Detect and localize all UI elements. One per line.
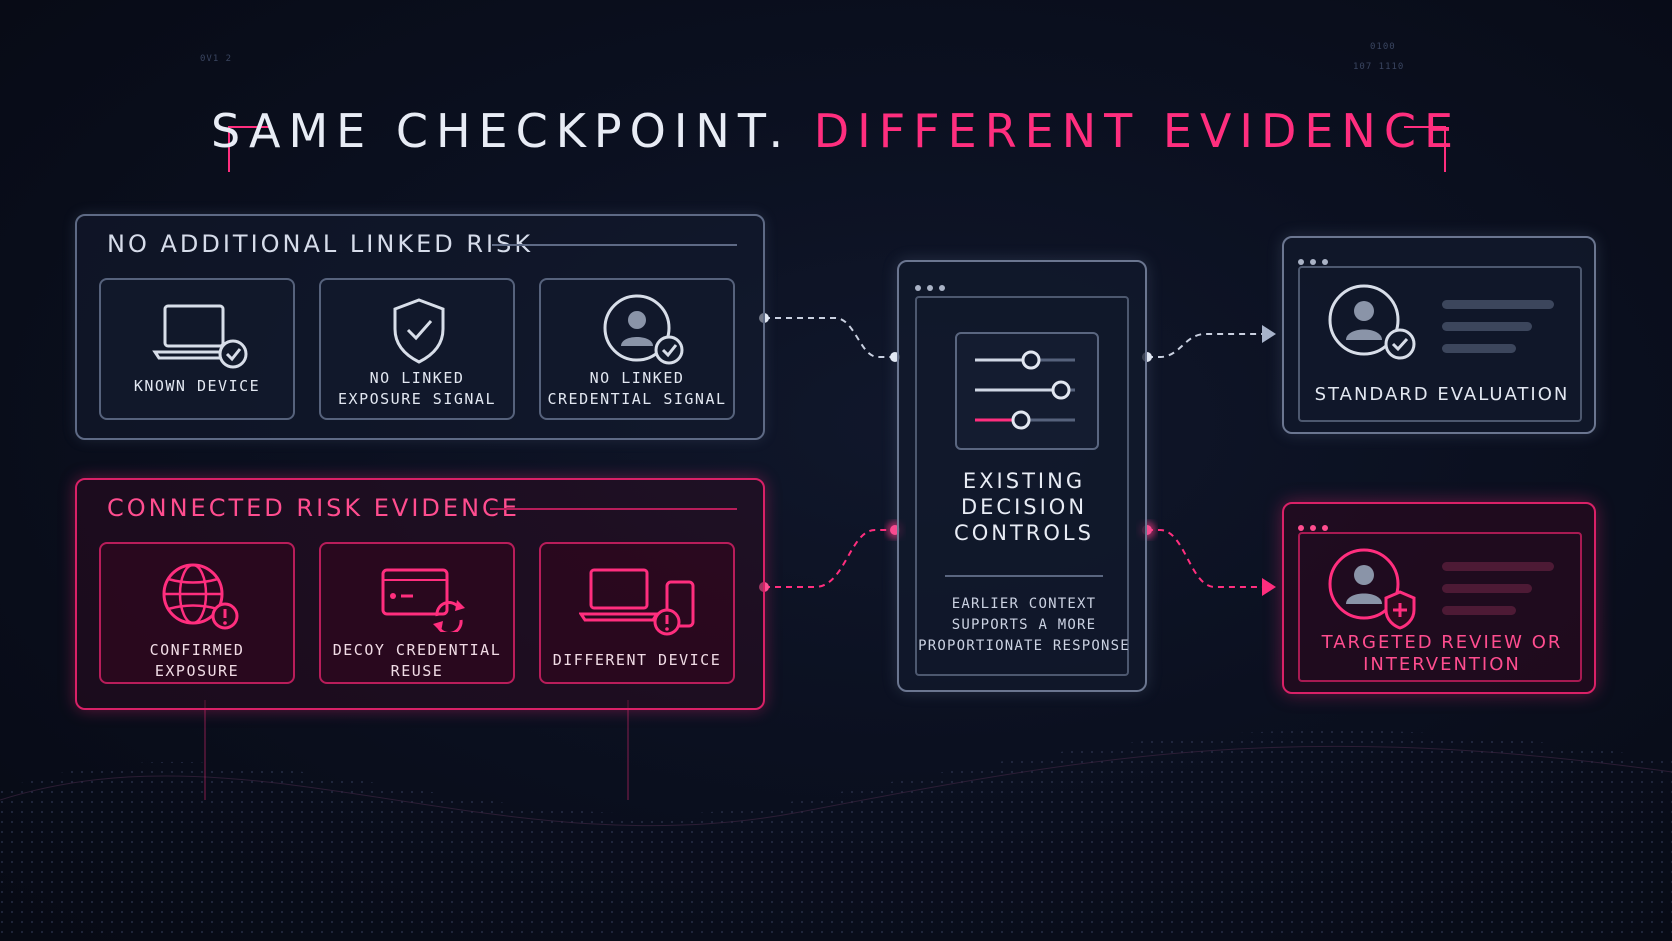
outcome-standard-evaluation: STANDARD EVALUATION [1282, 236, 1596, 434]
connector-risk-in [759, 521, 904, 592]
outcome-label-line-2: INTERVENTION [1363, 654, 1521, 675]
card-label-line1: DECOY CREDENTIAL [332, 641, 502, 659]
card-no-linked-exposure: NO LINKED EXPOSURE SIGNAL [319, 278, 515, 420]
decision-controls-panel: EXISTING DECISION CONTROLS EARLIER CONTE… [897, 260, 1147, 692]
card-no-linked-credential: NO LINKED CREDENTIAL SIGNAL [539, 278, 735, 420]
card-label-line2: CREDENTIAL SIGNAL [547, 390, 727, 408]
outcome-label-line-1: TARGETED REVIEW OR [1321, 632, 1563, 653]
decision-heading: EXISTING DECISION CONTROLS [917, 468, 1131, 546]
card-label-line2: EXPOSURE [154, 662, 240, 680]
heading-line-1: EXISTING [962, 469, 1086, 493]
laptop-check-icon [152, 304, 248, 369]
group-connected-risk: CONNECTED RISK EVIDENCE CONFIRMED EXPOSU… [75, 478, 765, 710]
title-bracket-left [228, 126, 270, 172]
decor-text: 107 1110 [1353, 62, 1405, 72]
decor-text: 0100 [1370, 42, 1396, 52]
group-title: NO ADDITIONAL LINKED RISK [107, 230, 534, 258]
group-no-linked-risk: NO ADDITIONAL LINKED RISK KNOWN DEVICE N… [75, 214, 765, 440]
group-title: CONNECTED RISK EVIDENCE [107, 494, 520, 522]
outcome-label: STANDARD EVALUATION [1314, 384, 1570, 405]
decision-controls-inner: EXISTING DECISION CONTROLS EARLIER CONTE… [915, 296, 1129, 676]
shield-check-icon [393, 298, 445, 364]
text-placeholder-bars [1442, 562, 1554, 628]
card-confirmed-exposure: CONFIRMED EXPOSURE [99, 542, 295, 684]
card-decoy-credential: DECOY CREDENTIAL REUSE [319, 542, 515, 684]
page-title: SAME CHECKPOINT. DIFFERENT EVIDENCE [0, 104, 1672, 158]
connector-risk-out [1138, 521, 1276, 596]
window-dots [1298, 516, 1334, 535]
user-check-icon [603, 294, 684, 365]
connector-neutral-in [759, 313, 900, 362]
card-different-device: DIFFERENT DEVICE [539, 542, 735, 684]
note-line-2: SUPPORTS A MORE [951, 617, 1097, 633]
heading-line-2: DECISION [960, 495, 1088, 519]
text-placeholder-bars [1442, 300, 1554, 366]
divider [490, 508, 737, 510]
note-line-3: PROPORTIONATE RESPONSE [918, 638, 1130, 654]
divider [492, 244, 737, 246]
sliders-icon [975, 350, 1075, 430]
card-label-line2: EXPOSURE SIGNAL [338, 390, 496, 408]
outcome-targeted-review: TARGETED REVIEW OR INTERVENTION [1282, 502, 1596, 694]
outcome-label: TARGETED REVIEW OR INTERVENTION [1300, 632, 1584, 676]
heading-line-3: CONTROLS [954, 521, 1094, 545]
user-shield-icon [1328, 548, 1416, 630]
title-part-1: SAME CHECKPOINT. [210, 104, 792, 158]
sliders-box [955, 332, 1099, 450]
card-label-line1: NO LINKED [369, 369, 465, 387]
globe-alert-icon [162, 563, 239, 630]
note-line-1: EARLIER CONTEXT [951, 596, 1097, 612]
connector-neutral-out [1142, 325, 1276, 362]
outcome-inner: TARGETED REVIEW OR INTERVENTION [1298, 532, 1582, 682]
card-label-line1: NO LINKED [589, 369, 685, 387]
window-dots [915, 276, 951, 295]
title-part-2: DIFFERENT EVIDENCE [813, 104, 1462, 158]
card-known-device: KNOWN DEVICE [99, 278, 295, 420]
window-dots [1298, 250, 1334, 269]
card-refresh-icon [381, 568, 465, 632]
card-label: KNOWN DEVICE [133, 377, 261, 395]
decision-note: EARLIER CONTEXT SUPPORTS A MORE PROPORTI… [917, 594, 1131, 657]
devices-alert-icon [579, 568, 695, 636]
card-label: DIFFERENT DEVICE [552, 651, 722, 669]
user-check-icon [1328, 284, 1416, 360]
divider [945, 575, 1103, 577]
title-bracket-right [1404, 126, 1446, 172]
card-label-line1: CONFIRMED [149, 641, 245, 659]
card-label-line2: REUSE [390, 662, 444, 680]
decor-text: 0V1 2 [200, 54, 233, 64]
outcome-inner: STANDARD EVALUATION [1298, 266, 1582, 422]
